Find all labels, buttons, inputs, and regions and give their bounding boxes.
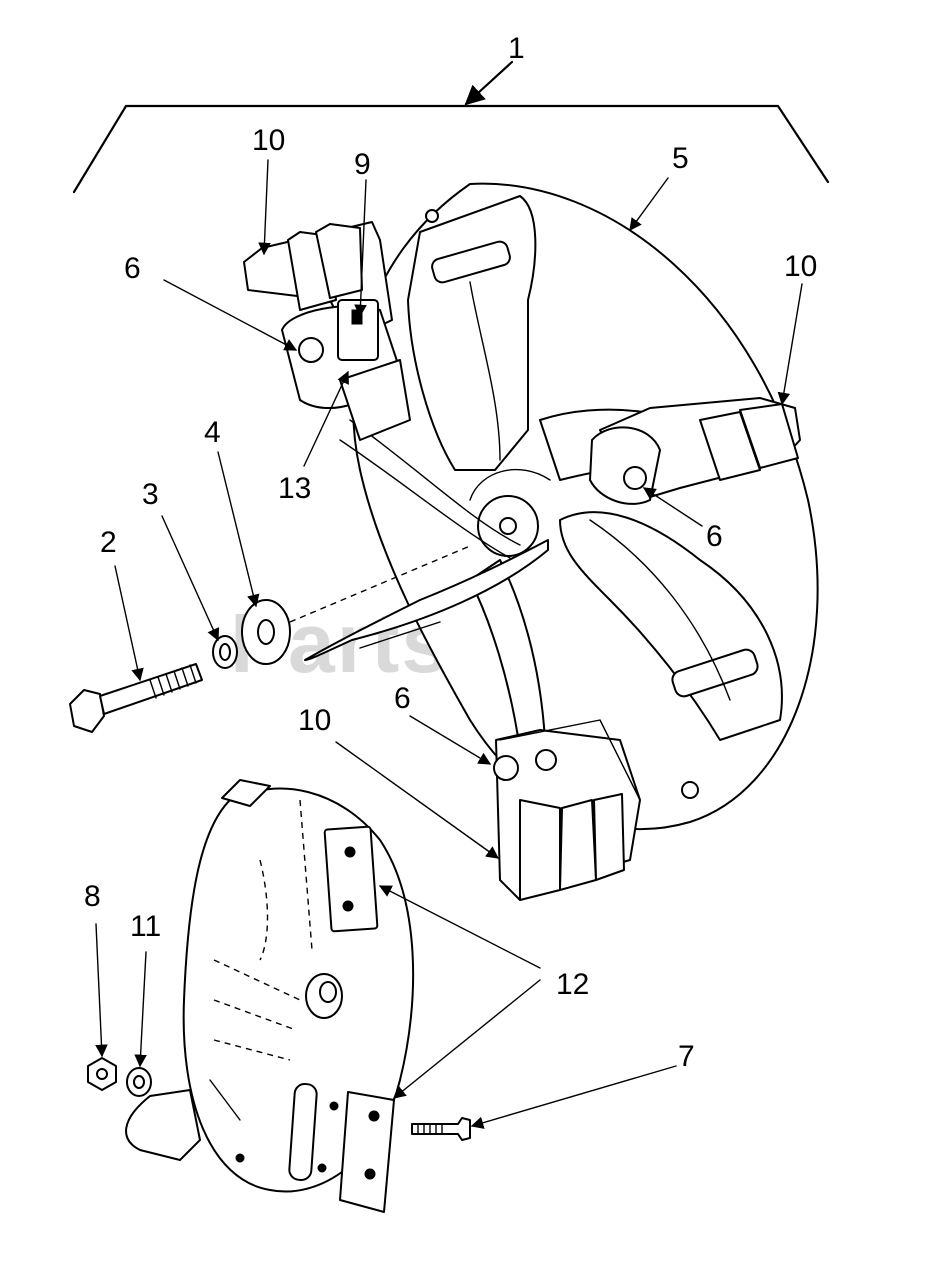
callout-2: 2 <box>100 526 117 559</box>
callout-4: 4 <box>204 416 221 449</box>
flat-washer <box>241 599 291 665</box>
leader-lines <box>95 159 803 1129</box>
callout-10-right: 10 <box>784 250 817 283</box>
callout-3: 3 <box>142 478 159 511</box>
right-paddle-mount <box>589 397 801 505</box>
callout-13: 13 <box>278 472 311 505</box>
lock-washer <box>212 635 238 669</box>
callout-12: 12 <box>556 968 589 1001</box>
nut-washer <box>126 1067 152 1097</box>
callout-labels: 1 2 3 4 5 6 6 6 7 8 9 10 10 10 11 12 13 <box>84 32 817 1073</box>
callout-6-lower: 6 <box>394 682 411 715</box>
callout-10-upper: 10 <box>252 124 285 157</box>
hex-nut <box>87 1057 117 1091</box>
callout-7: 7 <box>678 1040 695 1073</box>
assembly-bracket <box>72 60 830 194</box>
callout-1: 1 <box>508 32 525 65</box>
hub-bolt <box>69 663 203 733</box>
carriage-screw <box>411 1117 471 1141</box>
callout-8: 8 <box>84 880 101 913</box>
callout-10-lower: 10 <box>298 704 331 737</box>
callout-11: 11 <box>130 910 161 943</box>
callout-9: 9 <box>354 148 371 181</box>
drive-plate <box>125 779 415 1213</box>
callout-5: 5 <box>672 142 689 175</box>
callout-6-right: 6 <box>706 520 723 553</box>
callout-6-upper: 6 <box>124 252 141 285</box>
upper-paddle-mount <box>243 221 411 441</box>
lower-paddle-mount <box>493 719 641 901</box>
